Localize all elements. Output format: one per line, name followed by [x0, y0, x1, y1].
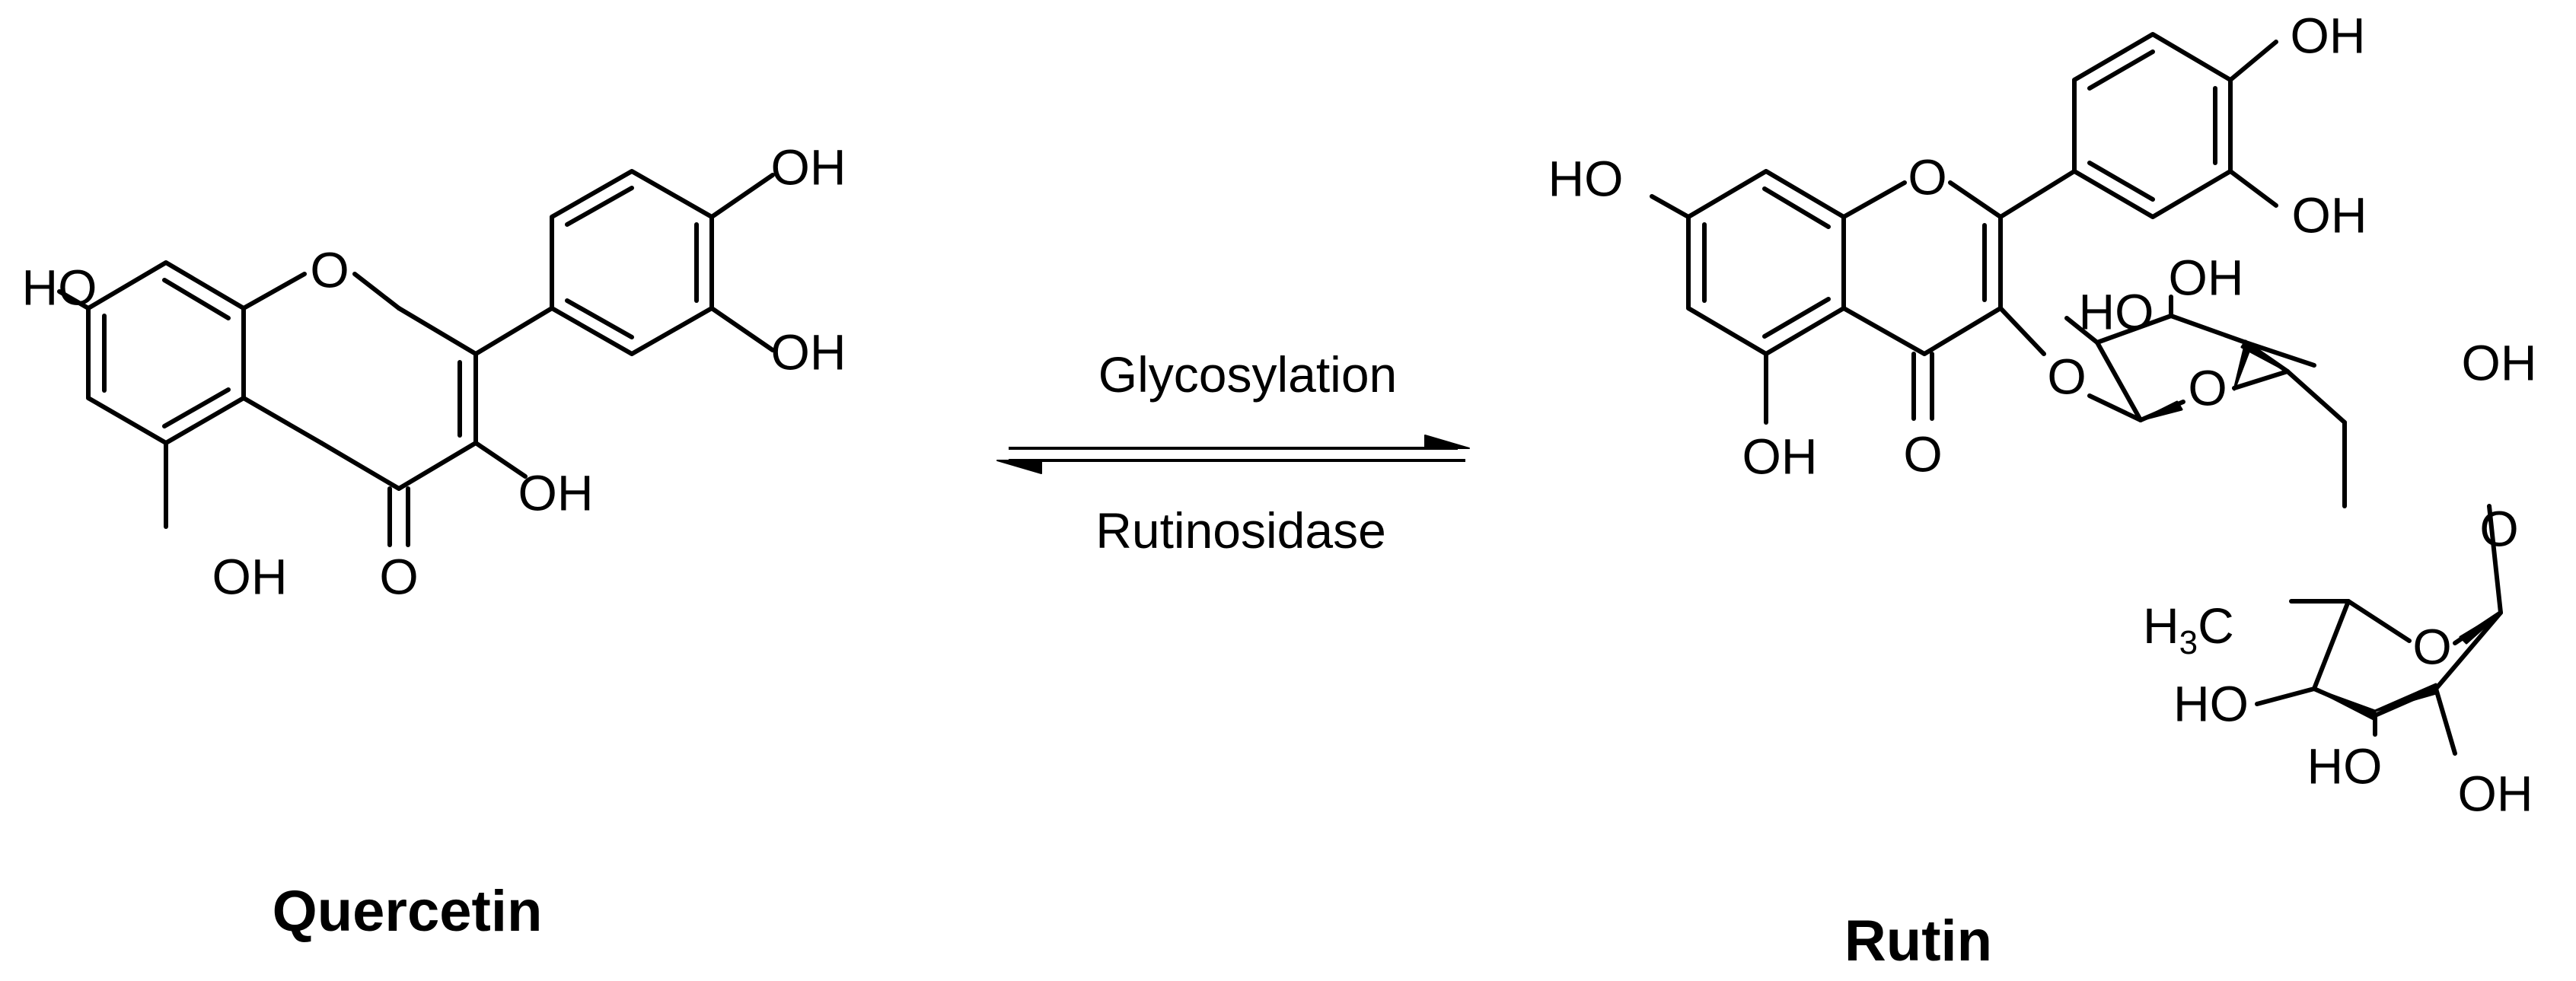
glucose-wedge-bond [2240, 339, 2289, 373]
rhamnose-wedge-bond [2313, 687, 2377, 721]
rutin-5-hydroxyl: OH [1742, 428, 1818, 484]
rutin-4prime-hydroxyl: OH [2291, 7, 2366, 63]
quercetin-structure: O O OH HO OH OH OH Quercetin [22, 139, 846, 944]
rutin-name: Rutin [1844, 909, 1992, 973]
quercetin-ring-oxygen: O [310, 241, 349, 298]
quercetin-atom-labels: O O OH HO OH OH OH [22, 139, 846, 604]
rutin-ring-oxygen: O [1908, 148, 1946, 205]
forward-arrowhead [1424, 435, 1470, 449]
rutin-structure: O O OH HO OH OH O HO OH OH O O O H3C HO … [1548, 7, 2537, 973]
rhamnose-2-hydroxyl: OH [2458, 765, 2533, 821]
glucose-6-oxygen-link: O [2479, 500, 2518, 556]
quercetin-3-hydroxyl: OH [518, 464, 594, 521]
glucose-4-hydroxyl: OH [2462, 334, 2537, 390]
quercetin-3prime-hydroxyl: OH [771, 323, 846, 380]
quercetin-4prime-hydroxyl: OH [771, 139, 846, 195]
rutin-stereo-wedges [2139, 339, 2502, 721]
glucose-2-hydroxyl: HO [2079, 283, 2154, 339]
rhamnose-ring-oxygen: O [2412, 618, 2451, 674]
rutin-glycosidic-oxygen: O [2047, 348, 2086, 404]
rhamnose-wedge-bond [2459, 611, 2502, 645]
rhamnose-3-hydroxyl: HO [2307, 737, 2383, 794]
rutin-bonds [1650, 32, 2503, 756]
glucose-3-hydroxyl: OH [2169, 249, 2244, 305]
rhamnose-wedge-bond [2374, 683, 2437, 712]
equilibrium-arrows [996, 435, 1470, 474]
rhamnose-4-hydroxyl: HO [2173, 675, 2249, 731]
quercetin-bonds [57, 169, 775, 547]
rutin-atom-labels: O O OH HO OH OH O HO OH OH O O O H3C HO … [1548, 7, 2537, 821]
glycosylation-label: Glycosylation [1098, 346, 1398, 403]
rutin-7-hydroxyl: HO [1548, 150, 1624, 206]
rhamnose-methyl: H3C [2143, 597, 2234, 661]
quercetin-carbonyl-oxygen: O [379, 548, 418, 604]
rutinosidase-label: Rutinosidase [1095, 502, 1386, 559]
glucose-ring-oxygen: O [2188, 359, 2227, 416]
quercetin-name: Quercetin [273, 879, 543, 944]
quercetin-7-hydroxyl: HO [22, 259, 97, 315]
reverse-arrowhead [996, 460, 1042, 474]
quercetin-5-hydroxyl: OH [212, 548, 288, 604]
rutin-3prime-hydroxyl: OH [2292, 186, 2367, 243]
glucose-wedge-bond [2139, 400, 2183, 422]
rutin-carbonyl-oxygen: O [1903, 425, 1942, 482]
